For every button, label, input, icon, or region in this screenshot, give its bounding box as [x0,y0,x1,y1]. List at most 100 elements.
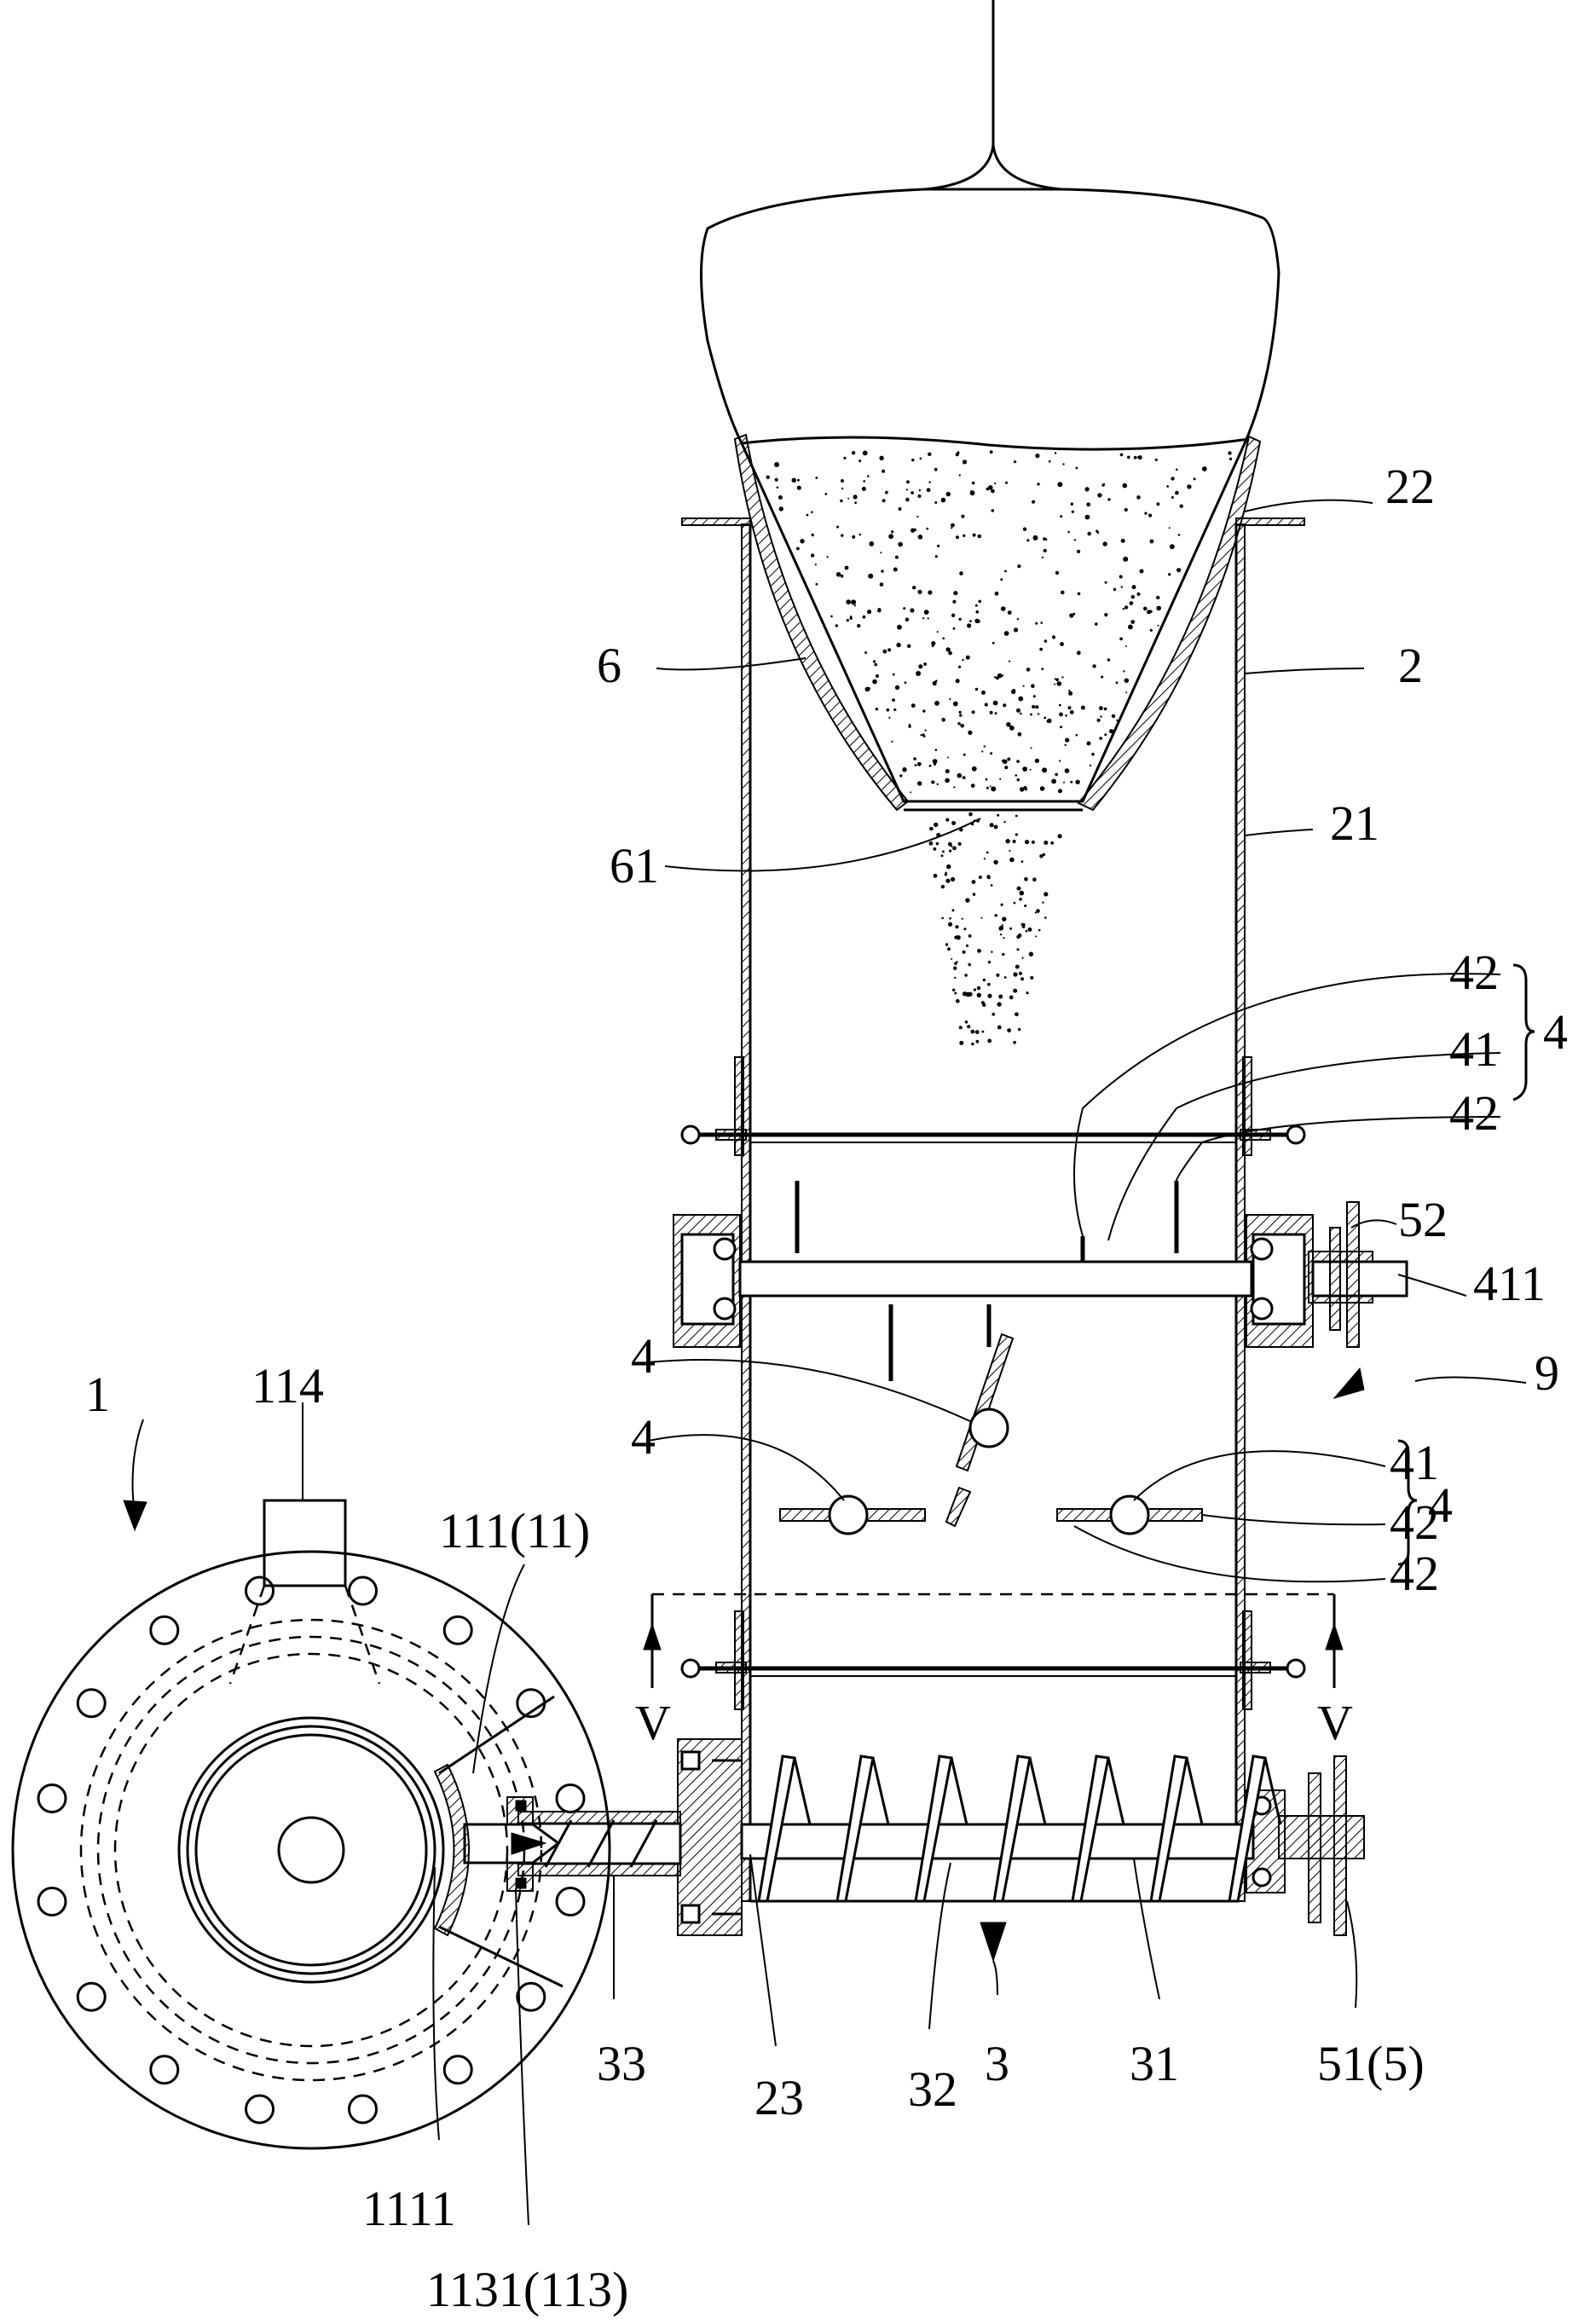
material-speck [994,914,997,917]
material-speck [986,786,989,789]
material-speck [981,750,984,753]
material-speck [946,756,949,759]
material-speck [1076,650,1081,656]
material-speck [1149,539,1154,544]
material-speck [990,752,993,755]
material-speck [974,687,979,691]
material-speck [1087,531,1091,536]
material-speck [973,988,976,991]
material-speck [1051,635,1056,639]
material-speck [1064,743,1067,747]
material-speck [989,823,994,828]
material-speck [1143,606,1148,611]
material-speck [840,499,843,503]
material-speck [977,534,982,539]
material-speck [1005,839,1010,844]
material-speck [942,850,945,853]
material-speck [989,785,991,788]
material-speck [1016,760,1020,763]
material-speck [968,812,973,817]
material-speck [970,1029,975,1034]
material-speck [990,884,993,887]
material-speck [926,488,931,493]
material-speck [1038,928,1041,932]
material-speck [997,1002,1002,1007]
blade-sections [779,1333,1203,1535]
material-speck [1016,948,1020,951]
screw-flight-edge [1263,1757,1282,1825]
material-speck [1032,704,1036,709]
material-speck [902,767,907,772]
material-speck [963,753,966,756]
material-speck [917,589,922,594]
material-speck [892,673,895,676]
label-411: 411 [1473,1256,1546,1311]
material-speck [1130,595,1136,599]
bolt-hole [245,2094,275,2125]
material-speck [1032,535,1038,541]
material-speck [923,662,927,666]
material-speck [1092,664,1096,668]
material-speck [1009,660,1011,662]
material-speck [986,875,991,879]
material-speck [841,479,844,483]
material-speck [1035,705,1039,709]
material-speck [869,541,875,546]
material-speck [1124,678,1130,683]
label-61: 61 [610,838,659,893]
hopper-bag [700,0,1280,812]
material-speck [945,647,951,652]
material-speck [810,553,815,558]
material-speck [913,757,916,760]
label-31: 31 [1130,2036,1179,2091]
material-speck [1022,685,1025,687]
material-speck [841,487,844,490]
material-speck [897,624,902,630]
material-speck [1187,484,1192,489]
material-speck [1014,627,1019,633]
material-speck [917,535,923,540]
material-speck [911,491,914,494]
material-speck [903,607,906,610]
label-111: 111(11) [439,1503,590,1558]
material-speck [858,533,862,536]
material-speck [962,991,968,997]
material-speck [1003,631,1009,636]
material-speck [948,922,953,927]
material-speck [835,624,838,627]
material-speck [918,664,923,669]
material-speck [988,485,993,490]
material-speck [978,876,982,879]
material-speck [1156,595,1160,600]
material-speck [1039,647,1043,651]
material-speck [1068,690,1071,692]
material-speck [953,966,957,970]
material-speck [940,884,945,889]
material-speck [955,925,959,929]
label-4-brace: 4 [1543,1004,1568,1060]
material-speck [940,497,946,503]
material-speck [1086,502,1091,507]
material-speck [945,769,950,774]
material-speck [962,950,966,954]
screw-flight-edge [793,1757,812,1825]
material-speck [1013,988,1018,993]
material-speck [1036,909,1040,913]
material-speck [1043,892,1049,897]
material-speck [776,486,779,489]
bolt-hole [442,1615,473,1645]
material-speck [917,494,922,498]
material-speck [983,745,986,748]
material-speck [868,573,874,579]
material-speck [913,528,916,532]
material-speck [1149,628,1153,632]
material-speck [991,1012,996,1016]
material-speck [1136,592,1141,597]
label-v-right: V [1317,1695,1353,1750]
material-speck [1057,482,1063,488]
material-speck [1071,510,1074,513]
material-speck [991,951,993,953]
material-speck [1007,610,1012,615]
material-speck [840,575,844,578]
material-speck [1016,886,1021,891]
